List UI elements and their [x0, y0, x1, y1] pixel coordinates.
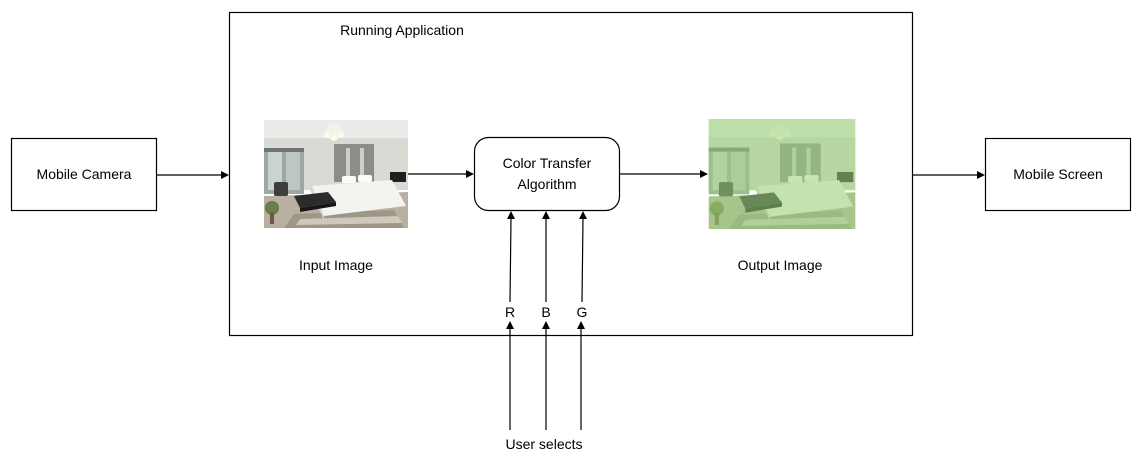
output-image-caption: Output Image: [738, 257, 823, 273]
running-application-label: Running Application: [340, 22, 464, 38]
edge-user-to-r: [506, 321, 514, 430]
edge-input-to-algorithm: [408, 170, 474, 178]
edge-user-to-g: [577, 321, 585, 430]
edge-user-to-b: [542, 321, 550, 430]
user-selects-label: User selects: [505, 436, 582, 452]
output-image: [708, 119, 856, 229]
edge-application-to-screen: [913, 171, 985, 179]
edge-algorithm-to-output: [620, 170, 708, 178]
mobile-camera-node: [10, 137, 158, 212]
color-transfer-label-line1: Color Transfer: [503, 155, 592, 171]
mobile-screen-node: [984, 137, 1132, 212]
mobile-camera-label: Mobile Camera: [37, 166, 132, 182]
mobile-screen-label: Mobile Screen: [1013, 166, 1103, 182]
color-transfer-algorithm-node: [473, 136, 621, 212]
input-image-caption: Input Image: [299, 257, 373, 273]
edge-camera-to-application: [157, 171, 229, 179]
channel-label-b: B: [541, 304, 550, 320]
edge-r-to-algorithm: [507, 211, 515, 303]
channel-label-r: R: [505, 304, 515, 320]
edge-g-to-algorithm: [579, 211, 587, 303]
color-transfer-label-line2: Algorithm: [517, 176, 576, 192]
edge-b-to-algorithm: [542, 211, 550, 302]
input-image: [264, 120, 408, 228]
channel-label-g: G: [577, 304, 588, 320]
